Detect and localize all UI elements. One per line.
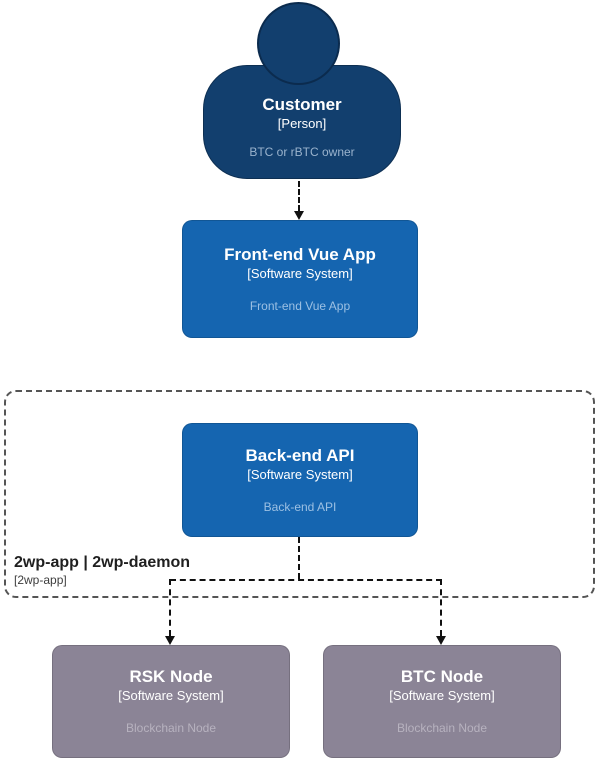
btc-meta: [Software System]: [389, 688, 495, 703]
edge-backend-branch: [170, 579, 442, 581]
customer-meta: [Person]: [277, 115, 327, 131]
edge-backend-to-btc: [440, 579, 442, 636]
node-backend-api: Back-end API [Software System] Back-end …: [182, 423, 418, 537]
backend-description: Back-end API: [263, 499, 337, 514]
edge-backend-stem: [298, 537, 300, 579]
customer-title: Customer: [262, 94, 342, 114]
backend-title: Back-end API: [245, 445, 355, 465]
edge-backend-to-rsk: [169, 579, 171, 636]
arrowhead-rsk-icon: [165, 636, 175, 645]
node-btc: BTC Node [Software System] Blockchain No…: [323, 645, 561, 758]
node-customer: Customer [Person] BTC or rBTC owner: [203, 65, 401, 179]
arrowhead-frontend-icon: [294, 211, 304, 220]
btc-title: BTC Node: [400, 667, 484, 686]
node-frontend-vue-app: Front-end Vue App [Software System] Fron…: [182, 220, 418, 338]
frontend-meta: [Software System]: [247, 265, 353, 281]
rsk-meta: [Software System]: [118, 688, 224, 703]
frontend-description: Front-end Vue App: [249, 298, 351, 313]
backend-meta: [Software System]: [247, 466, 353, 482]
person-head-icon: [257, 2, 340, 85]
boundary-meta: [2wp-app]: [14, 573, 67, 587]
frontend-title: Front-end Vue App: [224, 244, 376, 264]
boundary-2wp-app: 2wp-app | 2wp-daemon [2wp-app]: [4, 390, 595, 598]
node-rsk: RSK Node [Software System] Blockchain No…: [52, 645, 290, 758]
rsk-title: RSK Node: [129, 667, 213, 686]
rsk-description: Blockchain Node: [125, 721, 217, 735]
arrowhead-btc-icon: [436, 636, 446, 645]
boundary-title: 2wp-app | 2wp-daemon: [14, 554, 191, 571]
boundary-label: 2wp-app | 2wp-daemon [2wp-app]: [14, 553, 190, 588]
btc-description: Blockchain Node: [396, 721, 488, 735]
edge-customer-to-frontend: [298, 181, 300, 211]
customer-description: BTC or rBTC owner: [249, 144, 355, 159]
